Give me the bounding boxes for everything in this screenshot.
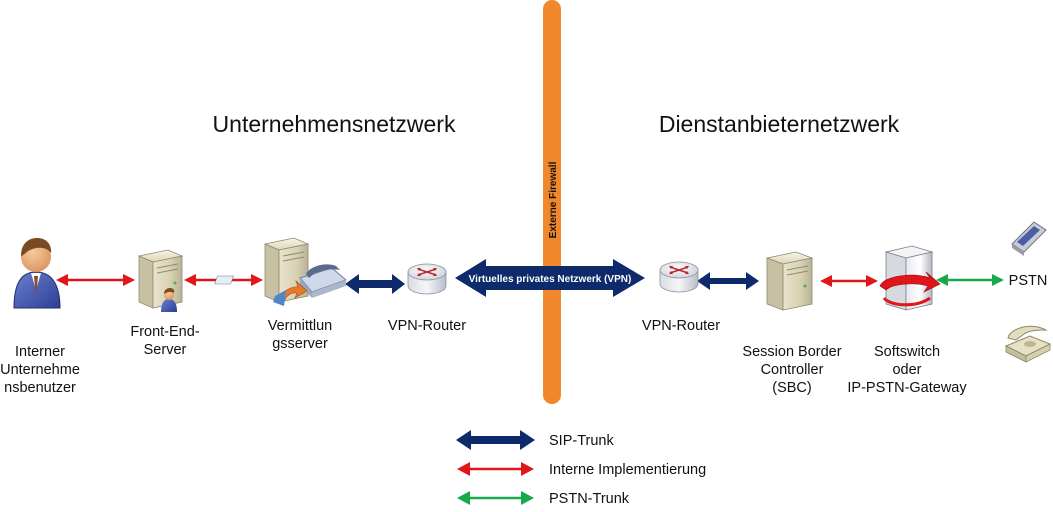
front-end-server-label-2: Server xyxy=(144,342,187,358)
pstn-label: PSTN xyxy=(1009,273,1048,289)
legend-item-pstn-trunk: PSTN-Trunk xyxy=(457,491,630,507)
mediation-server-node: Vermittlun gsserver xyxy=(214,237,347,352)
vpn-router-left-node: VPN-Router xyxy=(388,263,466,334)
vpn-tunnel: Virtuelles privates Netzwerk (VPN) xyxy=(455,259,645,297)
softswitch-label-1: Softswitch xyxy=(874,344,940,360)
sbc-node: Session Border Controller (SBC) xyxy=(742,251,842,396)
external-firewall: Externe Firewall xyxy=(543,0,561,404)
link-sbc-softswitch xyxy=(820,275,878,287)
vpn-router-right-node: VPN-Router xyxy=(642,261,720,334)
router-icon xyxy=(407,263,447,295)
user-badge-icon xyxy=(161,288,177,312)
server-icon xyxy=(765,251,814,311)
link-mediation-router xyxy=(345,274,405,294)
gateway-icon xyxy=(879,245,941,311)
mediation-server-label-2: gsserver xyxy=(272,336,328,352)
vpn-router-right-label: VPN-Router xyxy=(642,318,720,334)
region-title-enterprise: Unternehmensnetzwerk xyxy=(213,111,456,137)
legend-label-pstn-trunk: PSTN-Trunk xyxy=(549,491,630,507)
mediation-server-label-1: Vermittlun xyxy=(268,318,332,334)
firewall-bar xyxy=(543,0,561,404)
softswitch-label-2: oder xyxy=(892,362,921,378)
internal-user-node: Interner Unternehme nsbenutzer xyxy=(0,238,80,396)
internal-user-label-2: Unternehme xyxy=(0,362,80,378)
pstn-node: PSTN xyxy=(1004,221,1052,363)
vpn-tunnel-label: Virtuelles privates Netzwerk (VPN) xyxy=(469,274,632,285)
front-end-server-label-1: Front-End- xyxy=(130,324,199,340)
internal-user-label-1: Interner xyxy=(15,344,65,360)
link-router-sbc xyxy=(697,272,759,290)
legend-item-internal: Interne Implementierung xyxy=(457,462,706,478)
legend-label-sip-trunk: SIP-Trunk xyxy=(549,433,614,449)
phone-icon xyxy=(214,264,347,298)
legend: SIP-Trunk Interne Implementierung PSTN-T… xyxy=(456,430,706,507)
link-softswitch-pstn xyxy=(936,274,1004,286)
sbc-label-2: Controller xyxy=(761,362,824,378)
desk-phone-icon xyxy=(1004,325,1052,363)
region-title-provider: Dienstanbieternetzwerk xyxy=(659,111,900,137)
firewall-label: Externe Firewall xyxy=(548,161,559,238)
softswitch-node: Softswitch oder IP-PSTN-Gateway xyxy=(847,245,967,396)
legend-item-sip-trunk: SIP-Trunk xyxy=(456,430,614,450)
router-icon xyxy=(659,261,699,293)
server-icon xyxy=(137,249,184,309)
softswitch-label-3: IP-PSTN-Gateway xyxy=(847,380,967,396)
link-user-frontend xyxy=(56,274,135,286)
sbc-label-1: Session Border xyxy=(742,344,841,360)
legend-label-internal: Interne Implementierung xyxy=(549,462,706,478)
internal-user-label-3: nsbenutzer xyxy=(4,380,76,396)
vpn-router-left-label: VPN-Router xyxy=(388,318,466,334)
mobile-phone-icon xyxy=(1011,221,1047,256)
user-icon xyxy=(13,238,61,309)
front-end-server-node: Front-End- Server xyxy=(130,249,200,358)
arrow-curve-icon xyxy=(273,280,308,306)
sbc-label-3: (SBC) xyxy=(772,380,811,396)
server-icon xyxy=(263,237,310,303)
